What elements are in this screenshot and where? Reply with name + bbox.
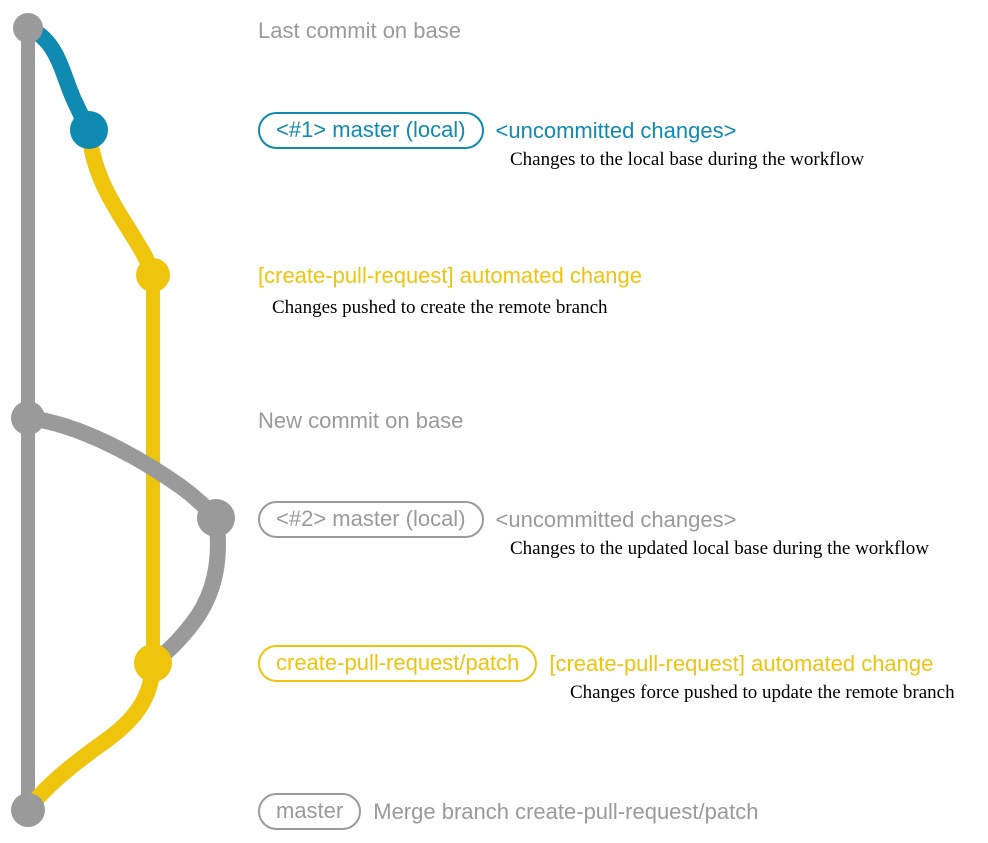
- commit-message-last-commit-on-base: Last commit on base: [258, 18, 461, 43]
- commit-message-automated-change-2: [create-pull-request] automated change: [549, 650, 934, 676]
- commit-description-master-local-2: Changes to the updated local base during…: [510, 538, 929, 559]
- node-local-2[interactable]: [197, 499, 235, 537]
- commit-message-merge: Merge branch create-pull-request/patch: [373, 798, 759, 824]
- commit-message-new-commit-on-base: New commit on base: [258, 408, 464, 433]
- commit-row-merge: master Merge branch create-pull-request/…: [258, 793, 758, 830]
- commit-row-master-local-1: <#1> master (local) <uncommitted changes…: [258, 112, 736, 149]
- commit-message-master-local-2: <uncommitted changes>: [495, 506, 737, 532]
- commit-message-master-local-1: <uncommitted changes>: [495, 117, 737, 143]
- branch-badge-master-local-2[interactable]: <#2> master (local): [258, 501, 484, 538]
- node-merge[interactable]: [11, 793, 45, 827]
- commit-description-automated-change-1: Changes pushed to create the remote bran…: [272, 297, 608, 318]
- node-remote-1[interactable]: [136, 258, 170, 292]
- branch-badge-master[interactable]: master: [258, 793, 362, 830]
- commit-message-automated-change-1: [create-pull-request] automated change: [258, 263, 643, 288]
- branch-badge-create-pull-request-patch[interactable]: create-pull-request/patch: [258, 645, 538, 682]
- branch-badge-master-local-1[interactable]: <#1> master (local): [258, 112, 484, 149]
- commit-description-automated-change-2: Changes force pushed to update the remot…: [570, 682, 955, 703]
- commit-description-master-local-1: Changes to the local base during the wor…: [510, 149, 865, 170]
- merge-into-base-line: [20, 655, 161, 818]
- node-local-1[interactable]: [70, 111, 108, 149]
- commit-row-master-local-2: <#2> master (local) <uncommitted changes…: [258, 501, 736, 538]
- node-base-last[interactable]: [13, 13, 43, 43]
- node-remote-2[interactable]: [134, 644, 172, 682]
- commit-row-automated-change-2: create-pull-request/patch [create-pull-r…: [258, 645, 933, 682]
- node-base-new[interactable]: [11, 401, 45, 435]
